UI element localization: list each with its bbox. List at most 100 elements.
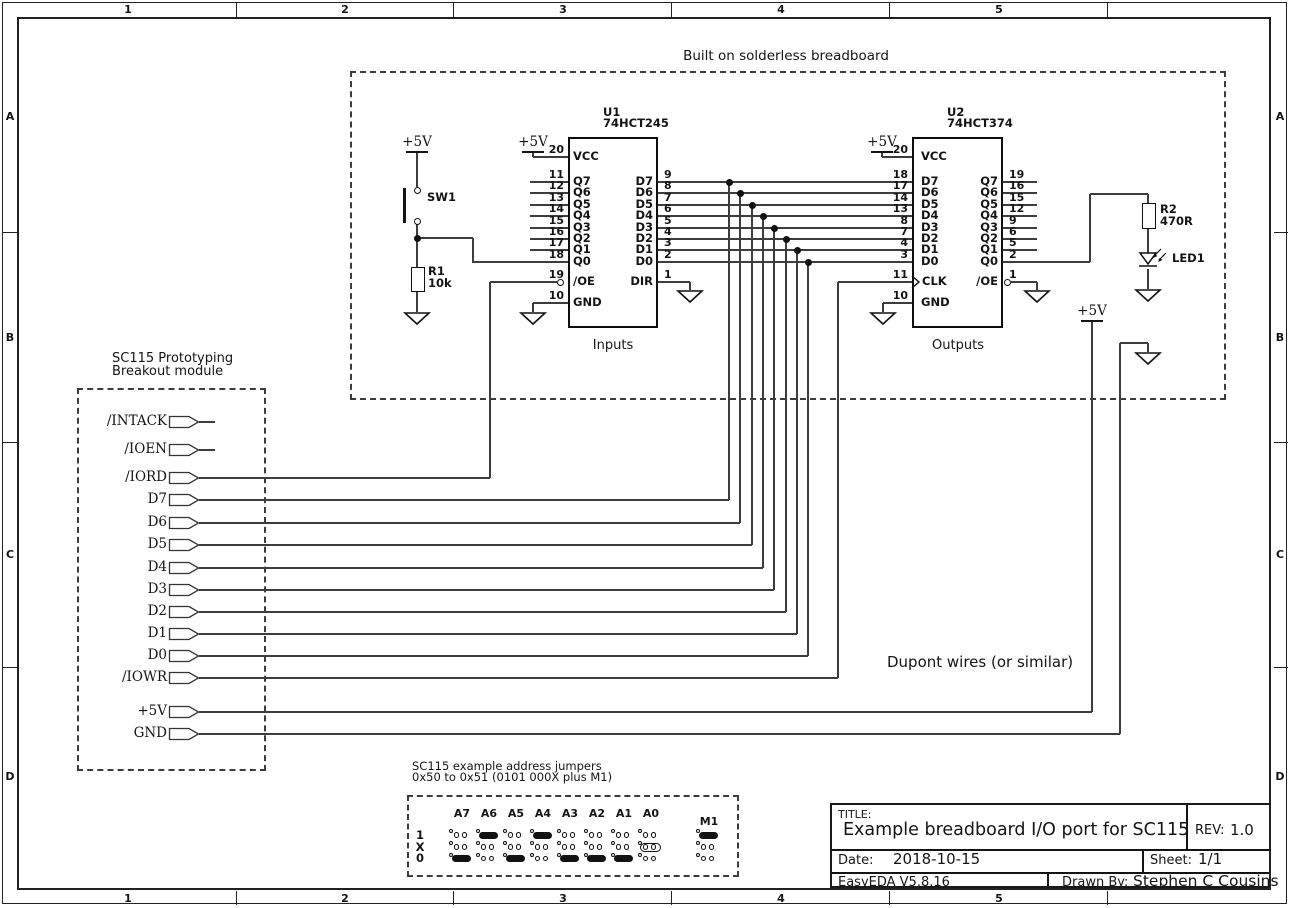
jumper-pin1-marker [638,852,642,857]
ground-symbol [518,312,548,326]
net-port-label: /IOWR [122,669,167,685]
jumper-row-label: X [415,839,425,854]
led-refdes: LED1 [1172,251,1205,265]
wire [1274,667,1288,669]
net-port-flag [168,538,200,552]
pin-name: Q1 [573,242,591,256]
pin-number: 10 [548,289,564,302]
ic-partnumber: 74HCT374 [947,116,1013,130]
wire [1003,238,1037,240]
wire [530,238,568,240]
jumper-pad [700,855,706,862]
title-block: TITLE: Example breadboard I/O port for S… [830,803,1279,889]
wire [530,192,568,194]
net-port-label: D7 [147,491,167,507]
jumper-pad [596,844,602,850]
jumper-pin1-marker [530,852,534,857]
jumper-pad [561,844,567,850]
jumper-pad [642,832,648,838]
jumper-pin1-marker [476,841,480,845]
jumper-pad [480,855,486,862]
inverted-pin-bubble [1003,278,1011,286]
net-port-flag [168,493,200,507]
wire [1274,442,1288,444]
pin-number: 17 [892,179,908,192]
pin-number: 2 [664,248,672,261]
jumper-caption-line2: 0x50 to 0x51 (0101 000X plus M1) [412,770,613,784]
jumper-pin1-marker [476,829,480,833]
ground-symbol [1022,290,1052,304]
wire [533,302,568,304]
resistor-body [1142,203,1156,229]
pin-number: 6 [664,202,672,215]
drawn-by-value: Stephen C Cousins [1133,872,1279,890]
wire [1090,193,1148,195]
switch-terminal [413,217,421,225]
net-port-flag [168,415,200,429]
wire [1107,891,1109,905]
titleblock-divider [1186,805,1188,849]
jumper-pad [615,832,621,838]
net-port-label: D1 [147,625,167,641]
wire [236,3,238,17]
wire [199,655,808,657]
net-port-flag [168,649,200,663]
jumper-column-label: A4 [534,807,552,820]
pin-name: Q4 [980,208,998,222]
wire [1003,227,1037,229]
pin-number: 8 [900,214,908,227]
pin-name: D7 [921,174,939,188]
jumper-pad [453,844,459,850]
jumper-installed [533,831,552,839]
wire [199,499,729,501]
jumper-pad [700,844,706,850]
pin-number: 15 [1009,191,1025,204]
jumper-pin1-marker [584,841,588,845]
pin-number: 14 [548,202,564,215]
pin-name: D6 [921,185,939,199]
wire [453,3,455,17]
jumper-pin1-marker [449,852,453,857]
jumper-pin1-marker [503,841,507,845]
resistor-refdes: R2 [1160,202,1177,216]
titleblock-divider [1142,849,1144,872]
wire [1003,261,1090,263]
wire [530,204,568,206]
wire [416,290,418,312]
jumper-pin1-marker [696,841,700,845]
pin-number: 4 [664,225,672,238]
pin-number: 3 [664,236,672,249]
jumper-pad [542,844,548,850]
sheet-label: Sheet: [1150,853,1192,868]
frame-column-label: 5 [995,3,1003,16]
pin-number: 18 [548,248,564,261]
wire [728,182,730,500]
ic-caption: Outputs [932,338,984,353]
pin-name: VCC [921,149,947,163]
pin-number: 20 [892,143,908,156]
switch-refdes: SW1 [427,190,456,204]
pin-name: D2 [921,231,939,245]
net-port-flag [168,443,200,457]
pin-name: Q6 [980,185,998,199]
wire [671,891,673,905]
pin-name: Q0 [980,254,998,268]
pin-name: D5 [635,197,653,211]
net-port-flag [168,561,200,575]
wire [1147,227,1149,253]
pin-number: 1 [664,268,672,281]
ic-body [912,137,1003,328]
pin-name: Q2 [980,231,998,245]
jumper-pad [534,855,540,862]
sheet-value: 1/1 [1198,850,1223,868]
rev-value: 1.0 [1230,821,1254,839]
frame-column-label: 1 [124,3,132,16]
pin-number: 5 [1009,236,1017,249]
jumper-installed [699,831,718,839]
wire [739,193,741,523]
pin-number: 13 [548,191,564,204]
net-port-flag [168,516,200,530]
net-port-label: /IOEN [124,441,167,457]
jumper-installed [506,855,525,862]
wire [658,192,912,194]
